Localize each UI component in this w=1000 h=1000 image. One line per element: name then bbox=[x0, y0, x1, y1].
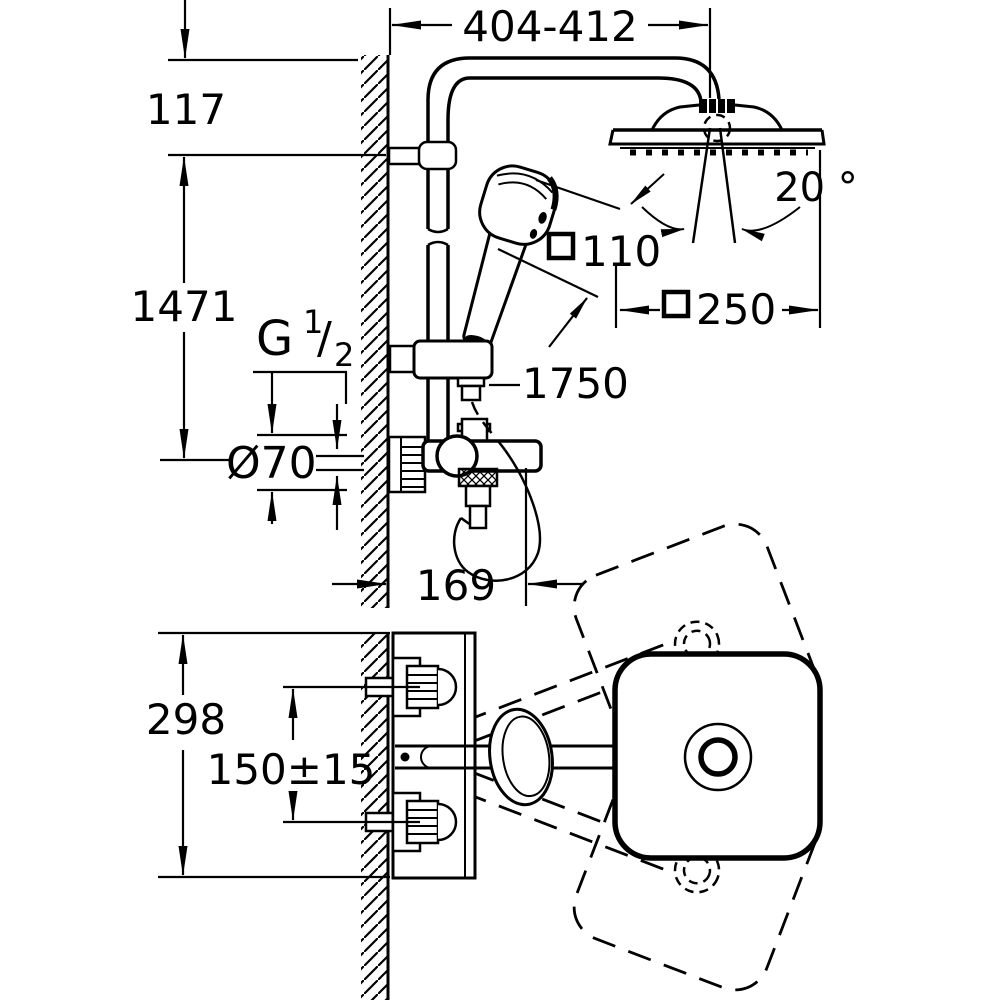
shower-arm bbox=[426, 56, 735, 143]
dim-valve-projection-label: 169 bbox=[416, 561, 496, 610]
head-angle-indicator: 20 ° bbox=[630, 127, 858, 244]
dim-riser-height: 1471 bbox=[131, 156, 238, 462]
supply-assembly-top bbox=[391, 656, 458, 718]
dim-plan-depth-label: 298 bbox=[146, 695, 226, 744]
wall-upper bbox=[361, 55, 390, 608]
square-symbol-head bbox=[661, 289, 691, 319]
thread-sub-label: 2 bbox=[334, 336, 354, 374]
shower-hose bbox=[452, 401, 542, 582]
dim-supply-spacing-label: 150±15 bbox=[207, 745, 376, 794]
hand-shower-plan bbox=[488, 707, 554, 807]
pivot-dot bbox=[400, 752, 410, 762]
dim-escutcheon: Ø70 bbox=[226, 438, 364, 489]
dim-wall-offset-label: 117 bbox=[146, 85, 226, 134]
thread-slash-label: / bbox=[317, 313, 332, 364]
outlet-lower bbox=[468, 504, 488, 530]
side-elevation-view: 20 ° bbox=[131, 0, 858, 610]
wall-bracket bbox=[387, 140, 458, 171]
spray-direction-arrow bbox=[630, 173, 665, 205]
riser-pipe bbox=[426, 100, 450, 441]
outlet-upper bbox=[464, 484, 492, 508]
hand-shower bbox=[462, 164, 559, 349]
dim-riser-height-label: 1471 bbox=[131, 282, 238, 331]
ball-joint-dashed bbox=[702, 113, 732, 143]
dim-supply-spacing: 150±15 bbox=[207, 685, 420, 824]
angle-leader-right bbox=[741, 206, 801, 242]
dim-head-shower-width-label: 250 bbox=[696, 285, 776, 334]
dim-hand-shower-width-label: 110 bbox=[581, 227, 661, 276]
outlet-knurl bbox=[457, 467, 499, 488]
hand-shower-holder bbox=[388, 339, 494, 402]
holder-outlet bbox=[460, 384, 482, 402]
square-symbol-hand bbox=[546, 231, 576, 261]
dim-valve-projection: 169 bbox=[332, 468, 584, 610]
thermostat-valve bbox=[387, 417, 543, 530]
head-shower-side bbox=[608, 103, 826, 156]
dim-top-width-label: 404-412 bbox=[462, 2, 638, 51]
temperature-knob bbox=[435, 434, 479, 478]
dim-plan-depth: 298 bbox=[146, 631, 390, 879]
supply-fitting bbox=[387, 435, 427, 494]
plan-view: 298 150±15 bbox=[146, 631, 823, 1000]
dim-head-shower-width: 250 bbox=[614, 150, 822, 334]
dim-hand-shower-width: 110 bbox=[497, 178, 661, 348]
dim-wall-offset: 117 bbox=[146, 0, 386, 157]
thread-g-label: G bbox=[256, 311, 293, 367]
valve-plan bbox=[391, 631, 477, 880]
dim-thread: G 1 / 2 bbox=[253, 303, 354, 530]
dim-escutcheon-label: Ø70 bbox=[226, 438, 317, 489]
angle-leader-left bbox=[641, 206, 685, 238]
dim-head-angle-label: 20 ° bbox=[774, 165, 858, 211]
head-shower-plan bbox=[612, 651, 823, 861]
thread-sup-label: 1 bbox=[303, 303, 323, 341]
dim-hand-shower-height: 1750 bbox=[489, 359, 629, 408]
dim-top-width: 404-412 bbox=[388, 2, 712, 98]
dim-hand-shower-height-label: 1750 bbox=[522, 359, 629, 408]
